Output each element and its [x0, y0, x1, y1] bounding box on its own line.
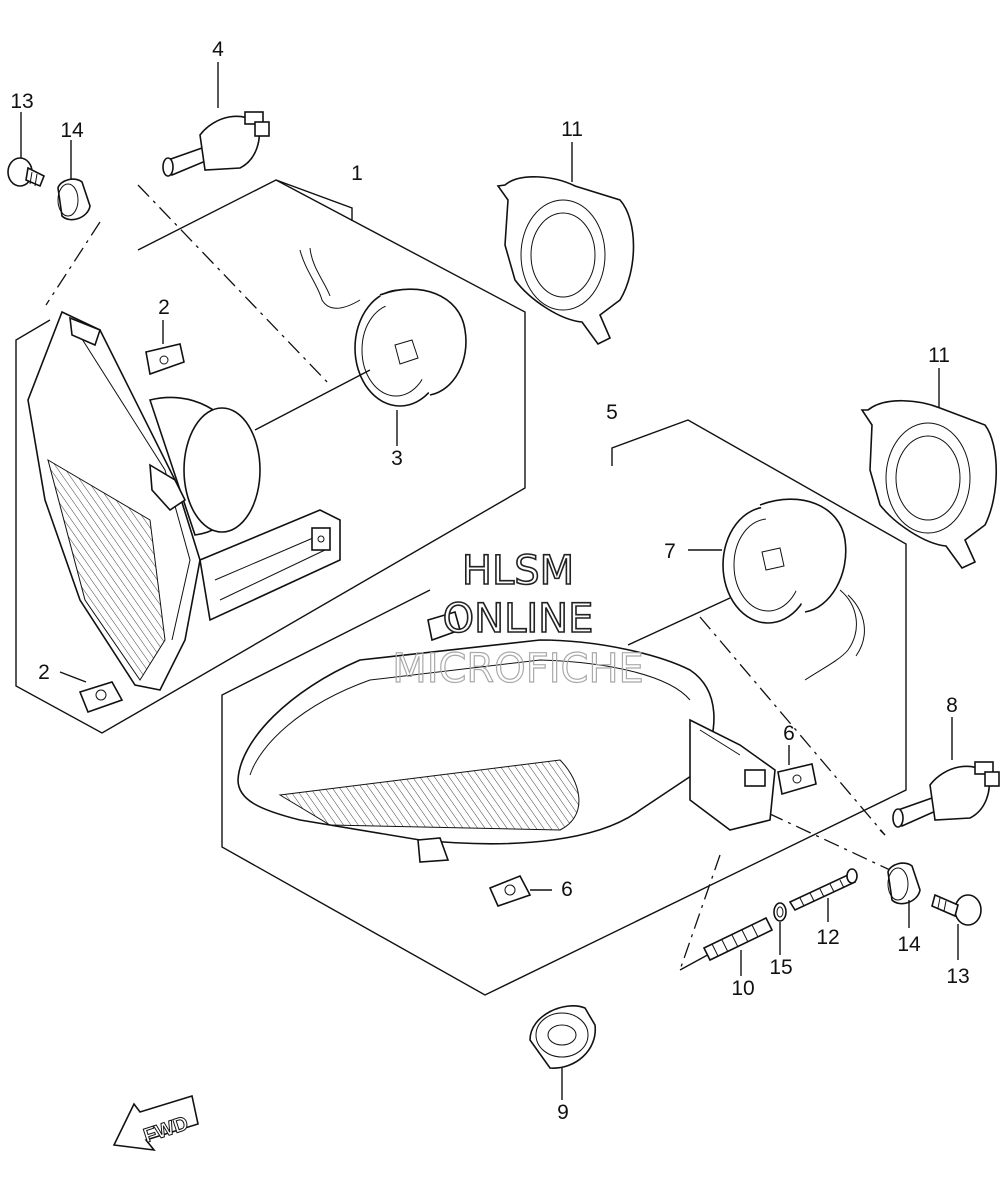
washer-15: [773, 902, 787, 955]
callout-11-lower: 11: [928, 344, 950, 367]
callout-2-upper: 2: [158, 296, 170, 319]
clip-nut-6-right: [777, 745, 817, 796]
callout-13-lower: 13: [946, 965, 969, 988]
clip-nut-2-upper: [145, 320, 185, 376]
callout-2-lower: 2: [38, 661, 50, 684]
callout-9: 9: [557, 1101, 569, 1124]
clip-nut-6-lower: [488, 874, 552, 907]
watermark: HLSM ONLINE MICROFICHE: [392, 547, 645, 692]
callout-4: 4: [212, 38, 224, 61]
callout-1: 1: [351, 162, 363, 185]
callout-8: 8: [946, 694, 958, 717]
callout-10: 10: [731, 977, 754, 1000]
retaining-ring-11-lower: [860, 368, 997, 570]
bulb-socket-7: [627, 498, 865, 681]
callout-13-upper: 13: [10, 90, 33, 113]
halogen-bulb-4: [162, 62, 270, 177]
clip-nut-2-lower: [59, 671, 124, 714]
screw-13-upper: [7, 112, 46, 188]
callout-15: 15: [769, 956, 792, 979]
callout-12: 12: [816, 926, 839, 949]
grommet-14-upper: [57, 140, 91, 221]
headlamp-right-housing: [237, 611, 776, 863]
callout-3: 3: [391, 447, 403, 470]
assembly-frame-1: [15, 179, 526, 734]
spring-10: [702, 916, 774, 976]
adjuster-screw-12: [788, 868, 858, 922]
callout-11-upper: 11: [561, 118, 583, 141]
watermark-line-2: ONLINE: [443, 596, 594, 642]
fwd-arrow: FWD: [112, 1094, 199, 1152]
callout-6-right: 6: [783, 722, 795, 745]
watermark-line-3: MICROFICHE: [392, 646, 644, 692]
bulb-socket-3: [254, 247, 467, 446]
retaining-ring-11-upper: [496, 142, 635, 346]
callout-6-lower: 6: [561, 878, 573, 901]
grommet-9: [529, 1005, 596, 1100]
grommet-14-lower: [887, 862, 921, 928]
screw-13-lower: [931, 893, 982, 960]
callout-14-lower: 14: [897, 933, 921, 956]
callout-7: 7: [664, 540, 676, 563]
callout-14-upper: 14: [60, 119, 84, 142]
halogen-bulb-8: [892, 717, 1000, 828]
watermark-line-1: HLSM: [462, 548, 574, 594]
headlamp-left-housing: [27, 310, 341, 691]
callout-5: 5: [606, 401, 618, 424]
callout-labels: 1 2 2 3 4 5 6 6 7 8 9 10 11 11 12 13 13 …: [10, 38, 969, 1124]
